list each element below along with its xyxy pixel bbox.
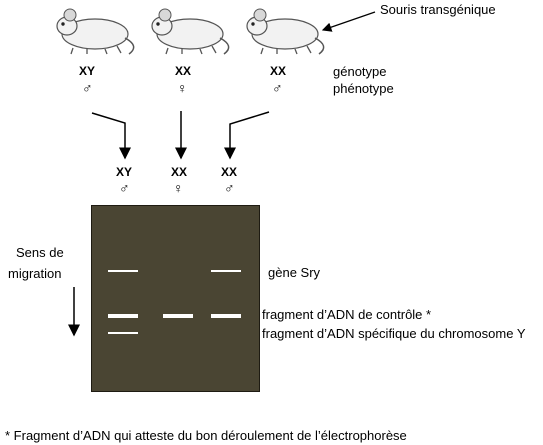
arrow-mouse3-lane3 bbox=[224, 111, 270, 160]
mouse3-phenotype: ♂ bbox=[272, 80, 283, 96]
lane1-phenotype: ♂ bbox=[119, 180, 130, 196]
lane3-phenotype: ♂ bbox=[224, 180, 235, 196]
band-lane3-control bbox=[211, 314, 241, 318]
band-lane1-sry bbox=[108, 270, 138, 272]
lane3-genotype: XX bbox=[221, 165, 238, 179]
mouse2-phenotype: ♀ bbox=[177, 80, 188, 96]
band-lane3-sry bbox=[211, 270, 241, 272]
footnote: * Fragment d’ADN qui atteste du bon déro… bbox=[5, 428, 407, 443]
mouse1-phenotype: ♂ bbox=[82, 80, 93, 96]
control-fragment-label: fragment d’ADN de contrôle * bbox=[262, 307, 432, 322]
mice-layer bbox=[56, 8, 325, 55]
lane2-genotype: XX bbox=[171, 165, 188, 179]
mouse-icon bbox=[151, 8, 230, 55]
arrow-mouse1-lane1 bbox=[91, 112, 131, 160]
mouse2-genotype: XX bbox=[175, 64, 192, 78]
y-specific-fragment-label: fragment d’ADN spécifique du chromosome … bbox=[262, 326, 526, 341]
migration-label-line1: Sens de bbox=[16, 245, 64, 260]
migration-label-line2: migration bbox=[8, 266, 62, 281]
mouse1-genotype: XY bbox=[79, 64, 96, 78]
band-lane2-control bbox=[163, 314, 193, 318]
genotype-label: génotype bbox=[333, 64, 387, 79]
transgenic-mouse-label: Souris transgénique bbox=[380, 2, 496, 17]
electrophoresis-gel bbox=[91, 205, 260, 392]
mouse-icon bbox=[246, 8, 325, 55]
band-lane1-control bbox=[108, 314, 138, 318]
mouse3-genotype: XX bbox=[270, 64, 287, 78]
phenotype-label: phénotype bbox=[333, 81, 394, 96]
mouse-icon bbox=[56, 8, 135, 55]
arrow-transgenic-pointer bbox=[321, 11, 376, 32]
lane1-genotype: XY bbox=[116, 165, 133, 179]
sry-gene-label: gène Sry bbox=[268, 265, 321, 280]
band-lane1-y-specific bbox=[108, 332, 138, 334]
lane2-phenotype: ♀ bbox=[173, 180, 184, 196]
